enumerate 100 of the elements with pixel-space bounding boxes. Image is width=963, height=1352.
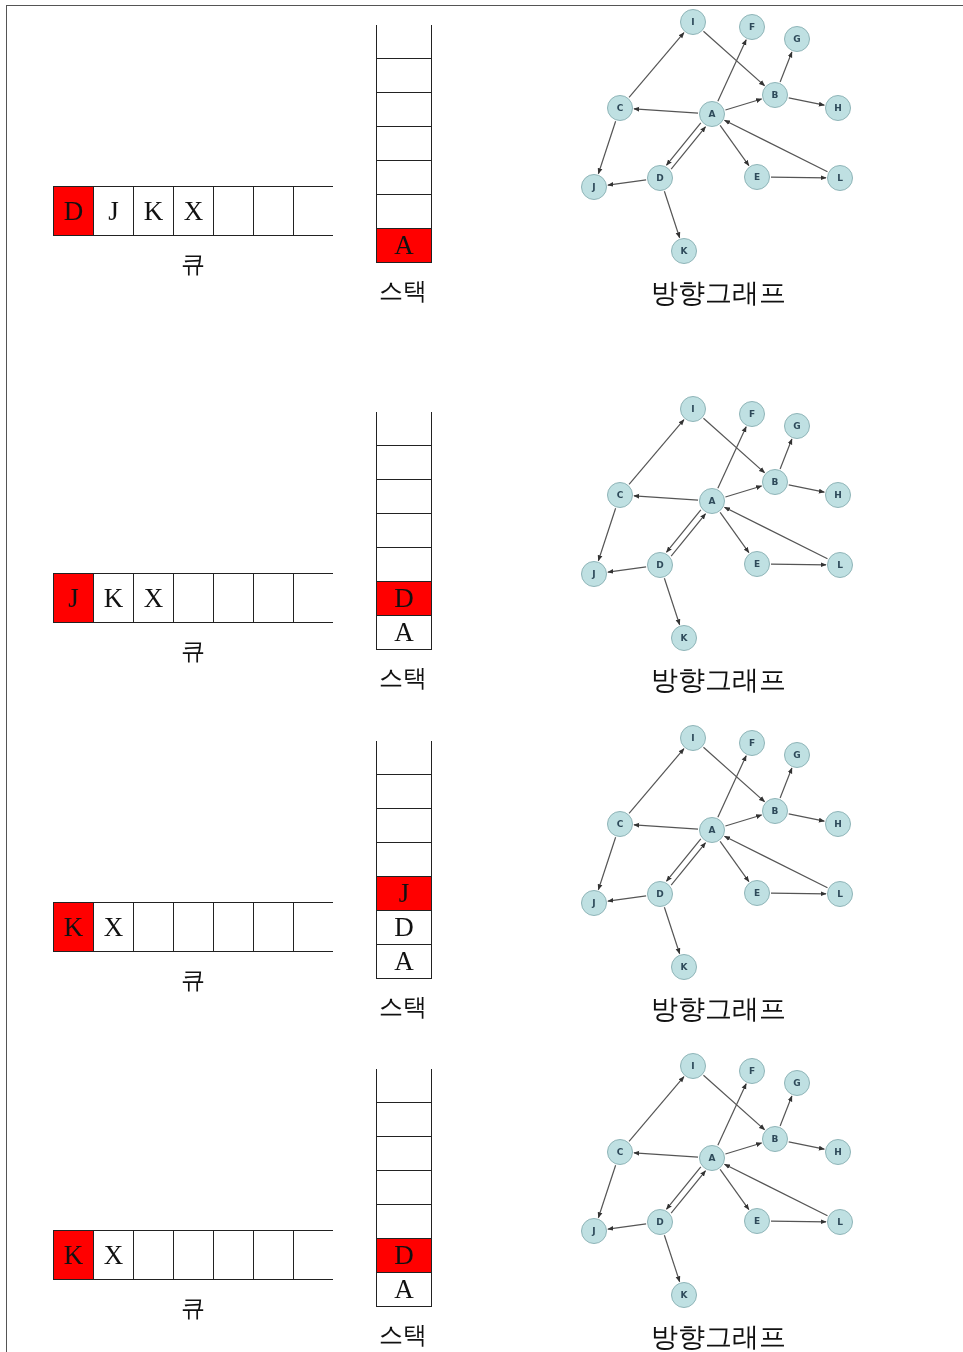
graph-vertex: C	[607, 482, 633, 508]
queue-cell	[213, 573, 253, 623]
graph-vertex: J	[581, 174, 607, 200]
stack-cell	[376, 127, 432, 161]
arrow	[628, 419, 685, 485]
stack-cell	[376, 1137, 432, 1171]
graph-vertex: I	[680, 725, 706, 751]
queue-cell	[173, 902, 213, 952]
graph-vertex: K	[671, 625, 697, 651]
arrow	[724, 98, 763, 111]
stack-cell: D	[376, 1239, 432, 1273]
arrow	[723, 835, 829, 889]
graph-vertex: F	[739, 401, 765, 427]
graph-vertex: E	[744, 1208, 770, 1234]
graph-vertex: I	[680, 396, 706, 422]
queue-caption: 큐	[181, 1296, 205, 1320]
graph-vertex: H	[825, 95, 851, 121]
stack-cell	[376, 446, 432, 480]
queue-cell: X	[93, 902, 133, 952]
arrow	[597, 1164, 617, 1219]
graph-vertex: D	[647, 881, 673, 907]
stack-cell	[376, 1103, 432, 1137]
queue-cell	[213, 186, 253, 236]
arrow	[788, 1141, 825, 1151]
stack-cell: A	[376, 945, 432, 979]
queue-cell	[133, 1230, 173, 1280]
queue-cell	[253, 186, 293, 236]
queue-cell	[293, 902, 333, 952]
queue-cell: D	[53, 186, 93, 236]
stack-cell: A	[376, 1273, 432, 1307]
graph-vertex: I	[680, 1053, 706, 1079]
arrow	[717, 755, 747, 818]
arrow	[607, 179, 647, 187]
stack-cell: A	[376, 229, 432, 263]
arrow	[770, 562, 827, 568]
stack-caption: 스택	[379, 666, 427, 690]
graph-vertex: J	[581, 561, 607, 587]
queue-cell	[293, 186, 333, 236]
arrow	[779, 767, 793, 799]
graph-vertex: L	[827, 1209, 853, 1235]
graph-vertex: D	[647, 165, 673, 191]
arrow	[719, 124, 750, 167]
graph-vertex: I	[680, 9, 706, 35]
graph-vertex: J	[581, 890, 607, 916]
arrow	[633, 1150, 699, 1158]
arrow	[607, 895, 647, 903]
arrow	[663, 906, 681, 955]
graph-vertex: E	[744, 880, 770, 906]
stack-cell	[376, 1171, 432, 1205]
graph-vertex: H	[825, 811, 851, 837]
arrow	[702, 417, 766, 474]
graph-vertex: J	[581, 1218, 607, 1244]
stack-cell	[376, 741, 432, 775]
arrow	[628, 1076, 685, 1142]
stack-caption: 스택	[379, 279, 427, 303]
stack-cell	[376, 775, 432, 809]
queue-cell: X	[133, 573, 173, 623]
graph-vertex: K	[671, 1282, 697, 1308]
queue-cell: J	[53, 573, 93, 623]
graph-vertex: K	[671, 238, 697, 264]
queue-cell	[213, 902, 253, 952]
graph-caption: 방향그래프	[650, 1323, 786, 1350]
arrow	[788, 484, 825, 494]
arrow	[724, 1142, 763, 1155]
arrow	[788, 97, 825, 107]
queue-cell: K	[53, 1230, 93, 1280]
graph-vertex: B	[762, 798, 788, 824]
graph-vertex: G	[784, 413, 810, 439]
arrow	[663, 577, 681, 626]
graph-vertex: B	[762, 469, 788, 495]
queue-cell: J	[93, 186, 133, 236]
queue-cell: X	[173, 186, 213, 236]
stack-cell	[376, 480, 432, 514]
arrow	[633, 822, 699, 830]
stack-cell: D	[376, 911, 432, 945]
stack-cell	[376, 412, 432, 446]
arrow	[724, 814, 763, 827]
queue-cell	[253, 573, 293, 623]
arrow	[717, 426, 747, 489]
arrow	[717, 39, 747, 102]
graph-vertex: L	[827, 881, 853, 907]
queue-cell	[173, 1230, 213, 1280]
stack-cell	[376, 514, 432, 548]
stack-caption: 스택	[379, 1323, 427, 1347]
arrow	[702, 30, 766, 87]
queue-cell	[133, 902, 173, 952]
graph-vertex: C	[607, 811, 633, 837]
queue-cell	[293, 573, 333, 623]
arrow	[723, 1163, 829, 1217]
graph-vertex: C	[607, 1139, 633, 1165]
arrow	[779, 438, 793, 470]
stack-cell	[376, 161, 432, 195]
arrow	[719, 840, 750, 883]
arrow	[597, 120, 617, 175]
arrow	[607, 566, 647, 574]
arrow	[770, 1219, 827, 1225]
arrow	[702, 746, 766, 803]
arrow	[719, 511, 750, 554]
arrow	[719, 1168, 750, 1211]
arrow	[779, 51, 793, 83]
